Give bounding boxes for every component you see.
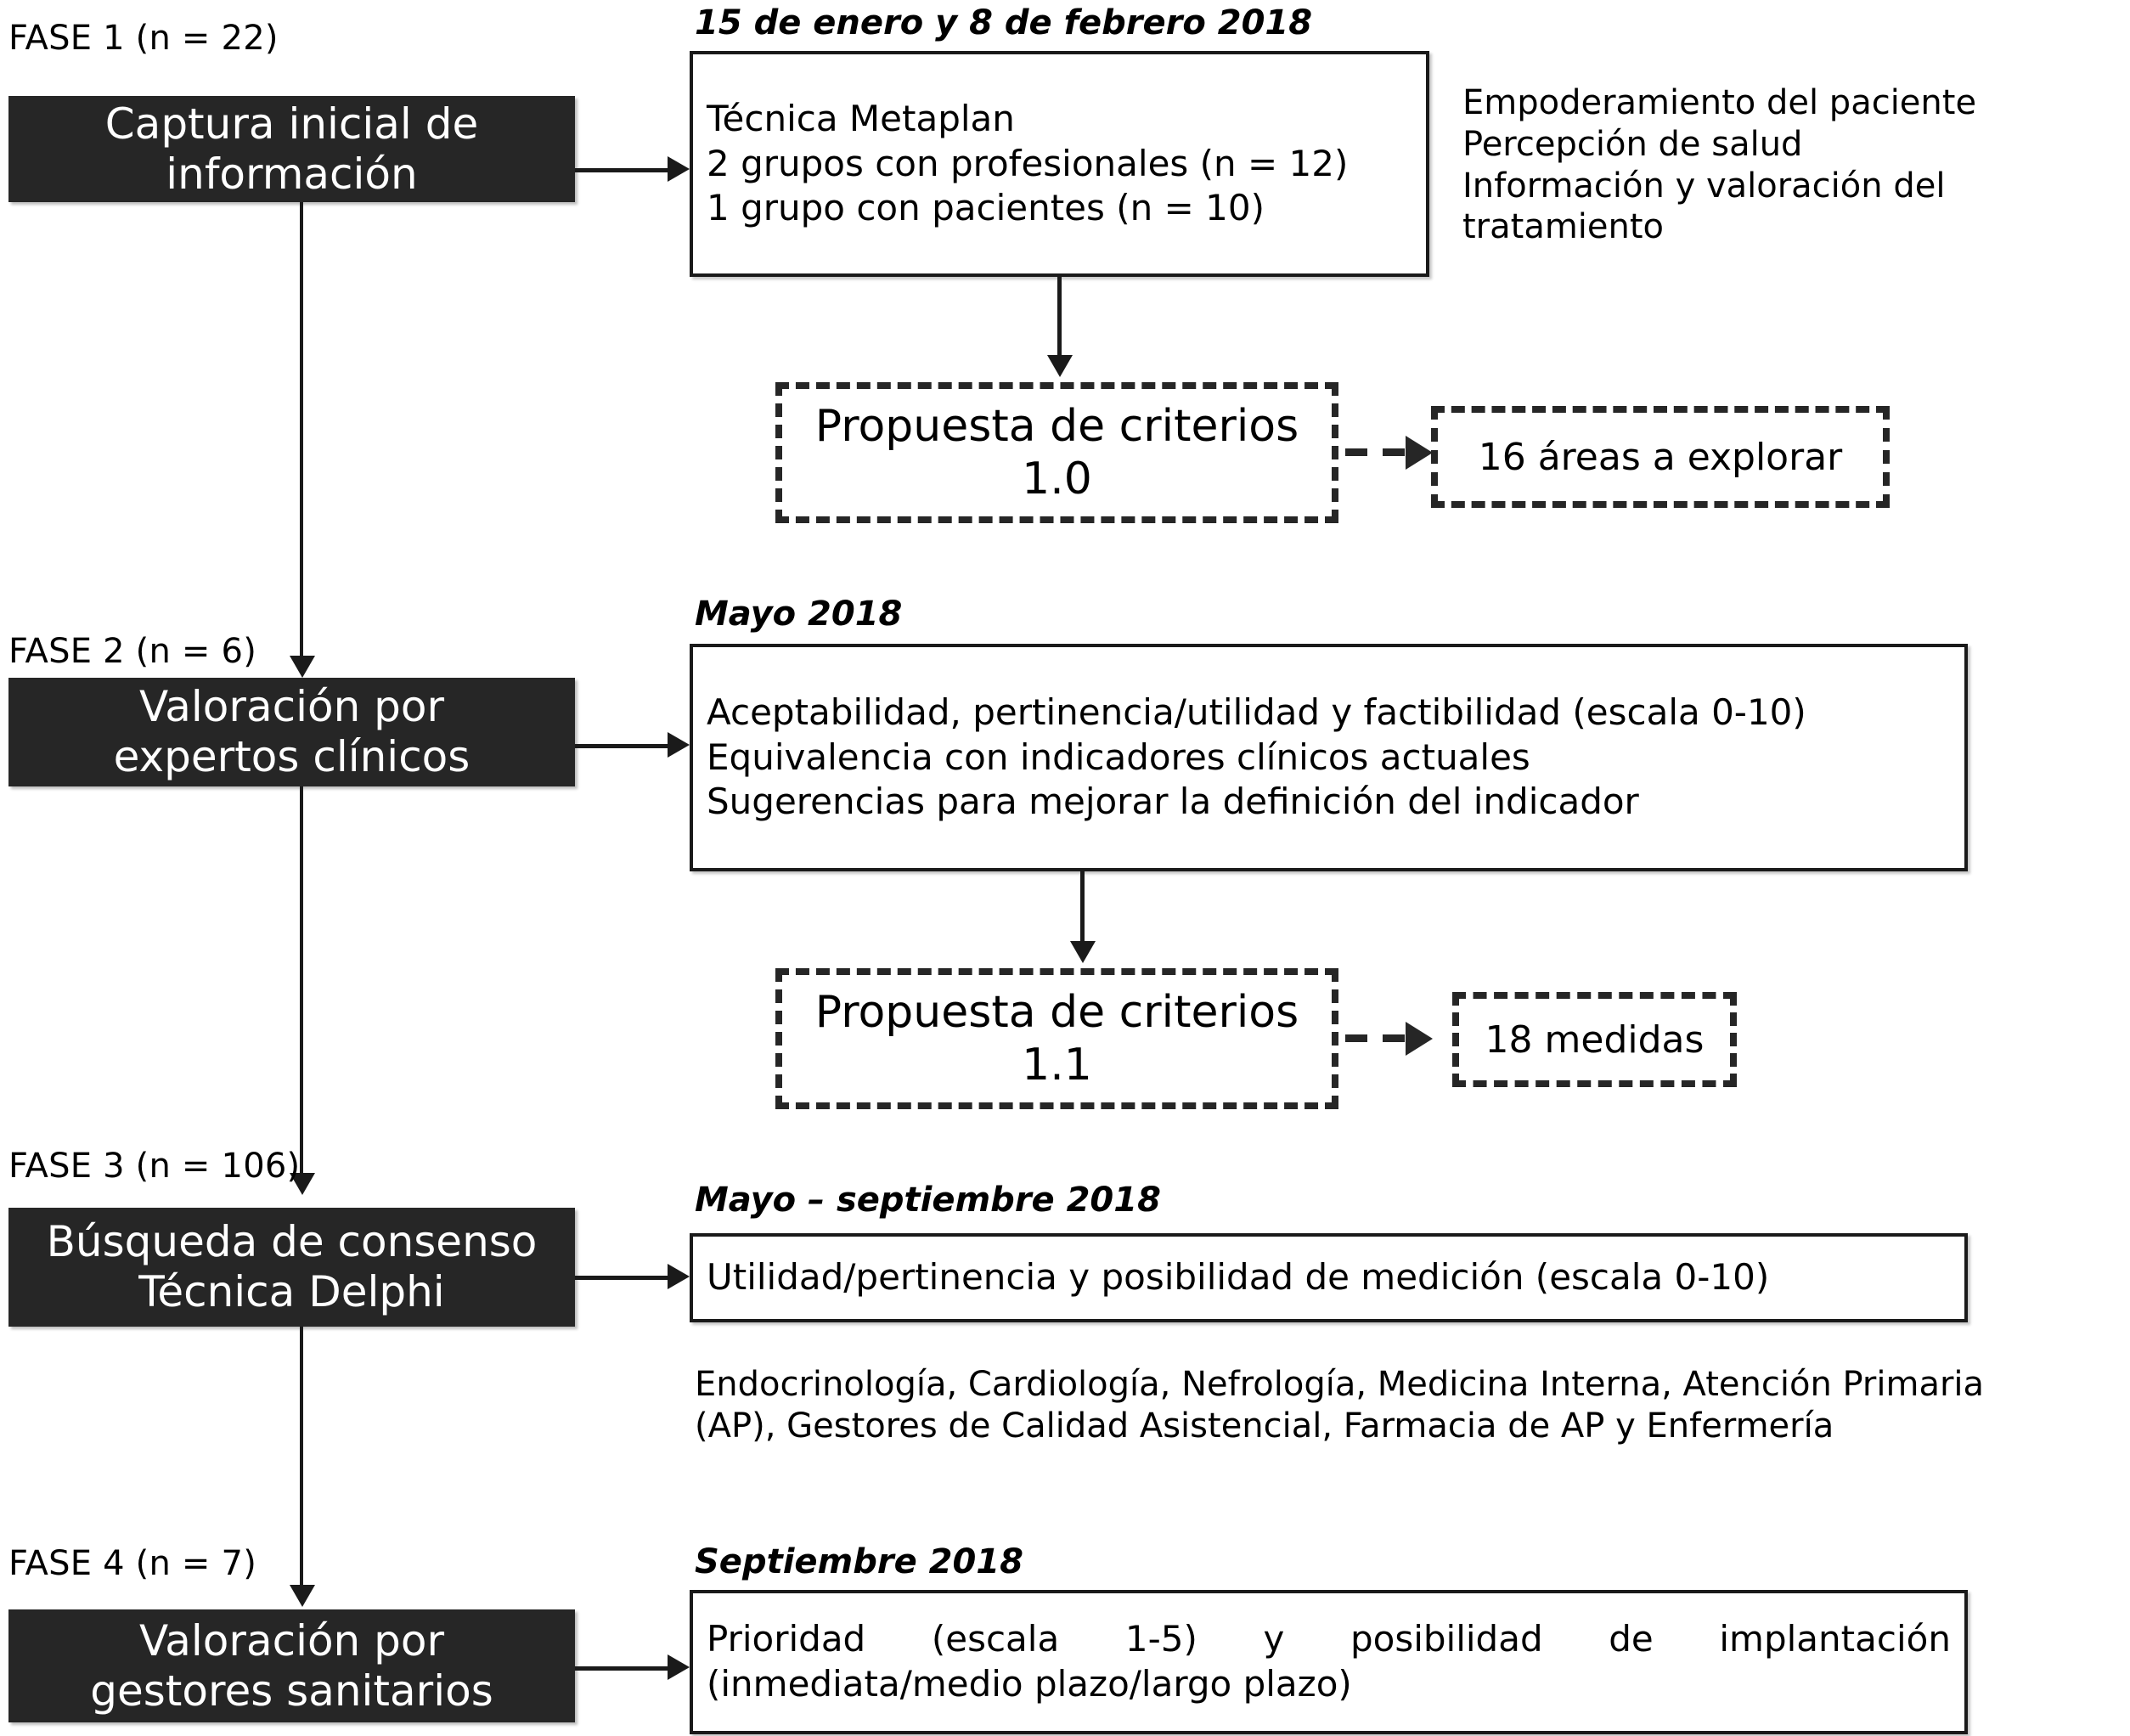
detail-line: (inmediata/medio plazo/largo plazo) [707,1663,1352,1705]
result-box-fase-1: 16 áreas a explorar [1431,406,1890,508]
phase-label-fase-2: FASE 2 (n = 6) [8,632,256,671]
side-note: Empoderamiento del paciente [1462,83,1977,122]
date-label-fase-4: Septiembre 2018 [695,1542,1023,1581]
detail-line: Utilidad/pertinencia y posibilidad de me… [707,1256,1770,1299]
connector-detail1-to-output [1057,277,1062,360]
arrowhead-spine-fase3 [290,1173,315,1195]
side-notes-fase-1: Empoderamiento del paciente Percepción d… [1462,82,2130,248]
participants-line: (AP), Gestores de Calidad Asistencial, F… [695,1406,1834,1446]
arrowhead-spine-fase4 [290,1585,315,1607]
spine-fase2-to-fase3 [300,786,303,1177]
arrowhead-detail1-to-output [1047,355,1073,377]
detail-line: Sugerencias para mejorar la definición d… [707,781,1639,823]
arrowhead-output1-to-result [1406,436,1433,470]
output-box-fase-2: Propuesta de criterios 1.1 [775,968,1338,1109]
date-label-fase-1: 15 de enero y 8 de febrero 2018 [695,3,1313,42]
output-line-1: Propuesta de criterios [814,400,1299,452]
phase-box-line-2: expertos clínicos [113,732,471,781]
side-note: Percepción de salud [1462,124,1803,164]
phase-label-fase-1: FASE 1 (n = 22) [8,19,279,58]
connector-fase4-to-detail [575,1666,670,1671]
phase-box-fase-4[interactable]: Valoración por gestores sanitarios [8,1609,575,1722]
output-line-2: 1.1 [1022,1040,1092,1091]
arrowhead-fase2-to-detail [668,732,690,758]
arrowhead-fase3-to-detail [668,1264,690,1289]
participants-line: Endocrinología, Cardiología, Nefrología,… [695,1365,1985,1404]
connector-output1-to-result [1345,448,1422,456]
phase-label-fase-3: FASE 3 (n = 106) [8,1147,301,1186]
phase-box-fase-1[interactable]: Captura inicial de información [8,96,575,202]
participants-fase-3: Endocrinología, Cardiología, Nefrología,… [695,1364,2020,1447]
side-note: Información y valoración del tratamiento [1462,166,1946,247]
phase-label-fase-4: FASE 4 (n = 7) [8,1544,256,1583]
detail-line: Técnica Metaplan [707,97,1015,139]
detail-box-fase-2: Aceptabilidad, pertinencia/utilidad y fa… [690,644,1968,871]
detail-box-fase-3: Utilidad/pertinencia y posibilidad de me… [690,1233,1968,1322]
spine-fase3-to-fase4 [300,1327,303,1590]
detail-line: Equivalencia con indicadores clínicos ac… [707,736,1530,778]
phase-box-line-2: información [166,149,418,199]
detail-line: 2 grupos con profesionales (n = 12) [707,142,1349,184]
connector-detail2-to-output [1080,871,1085,946]
date-label-fase-3: Mayo – septiembre 2018 [695,1181,1161,1220]
phase-box-line-1: Búsqueda de consenso [46,1217,538,1266]
arrowhead-fase1-to-detail [668,156,690,182]
phase-box-line-2: gestores sanitarios [90,1666,493,1716]
result-label: 16 áreas a explorar [1478,435,1843,479]
phase-box-line-2: Técnica Delphi [138,1267,445,1316]
arrowhead-detail2-to-output [1070,941,1096,963]
phase-box-line-1: Valoración por [138,1615,445,1666]
arrowhead-spine-fase2 [290,656,315,678]
arrowhead-fase4-to-detail [668,1654,690,1680]
phase-box-fase-2[interactable]: Valoración por expertos clínicos [8,678,575,786]
connector-fase3-to-detail [575,1276,670,1280]
connector-output2-to-result [1345,1034,1422,1042]
date-label-fase-2: Mayo 2018 [695,595,903,634]
spine-fase1-to-fase2 [300,202,303,661]
output-box-fase-1: Propuesta de criterios 1.0 [775,382,1338,523]
phase-box-line-1: Captura inicial de [104,99,479,149]
connector-fase1-to-detail [575,168,670,172]
detail-line: 1 grupo con pacientes (n = 10) [707,187,1265,229]
detail-line: Aceptabilidad, pertinencia/utilidad y fa… [707,690,1806,733]
result-box-fase-2: 18 medidas [1452,992,1737,1087]
connector-fase2-to-detail [575,744,670,748]
phase-box-line-1: Valoración por [138,682,445,731]
detail-box-fase-1: Técnica Metaplan 2 grupos con profesiona… [690,51,1429,277]
phase-box-fase-3[interactable]: Búsqueda de consenso Técnica Delphi [8,1208,575,1327]
result-label: 18 medidas [1485,1017,1705,1062]
output-line-1: Propuesta de criterios [814,986,1299,1038]
output-line-2: 1.0 [1022,454,1092,504]
arrowhead-output2-to-result [1406,1022,1433,1056]
